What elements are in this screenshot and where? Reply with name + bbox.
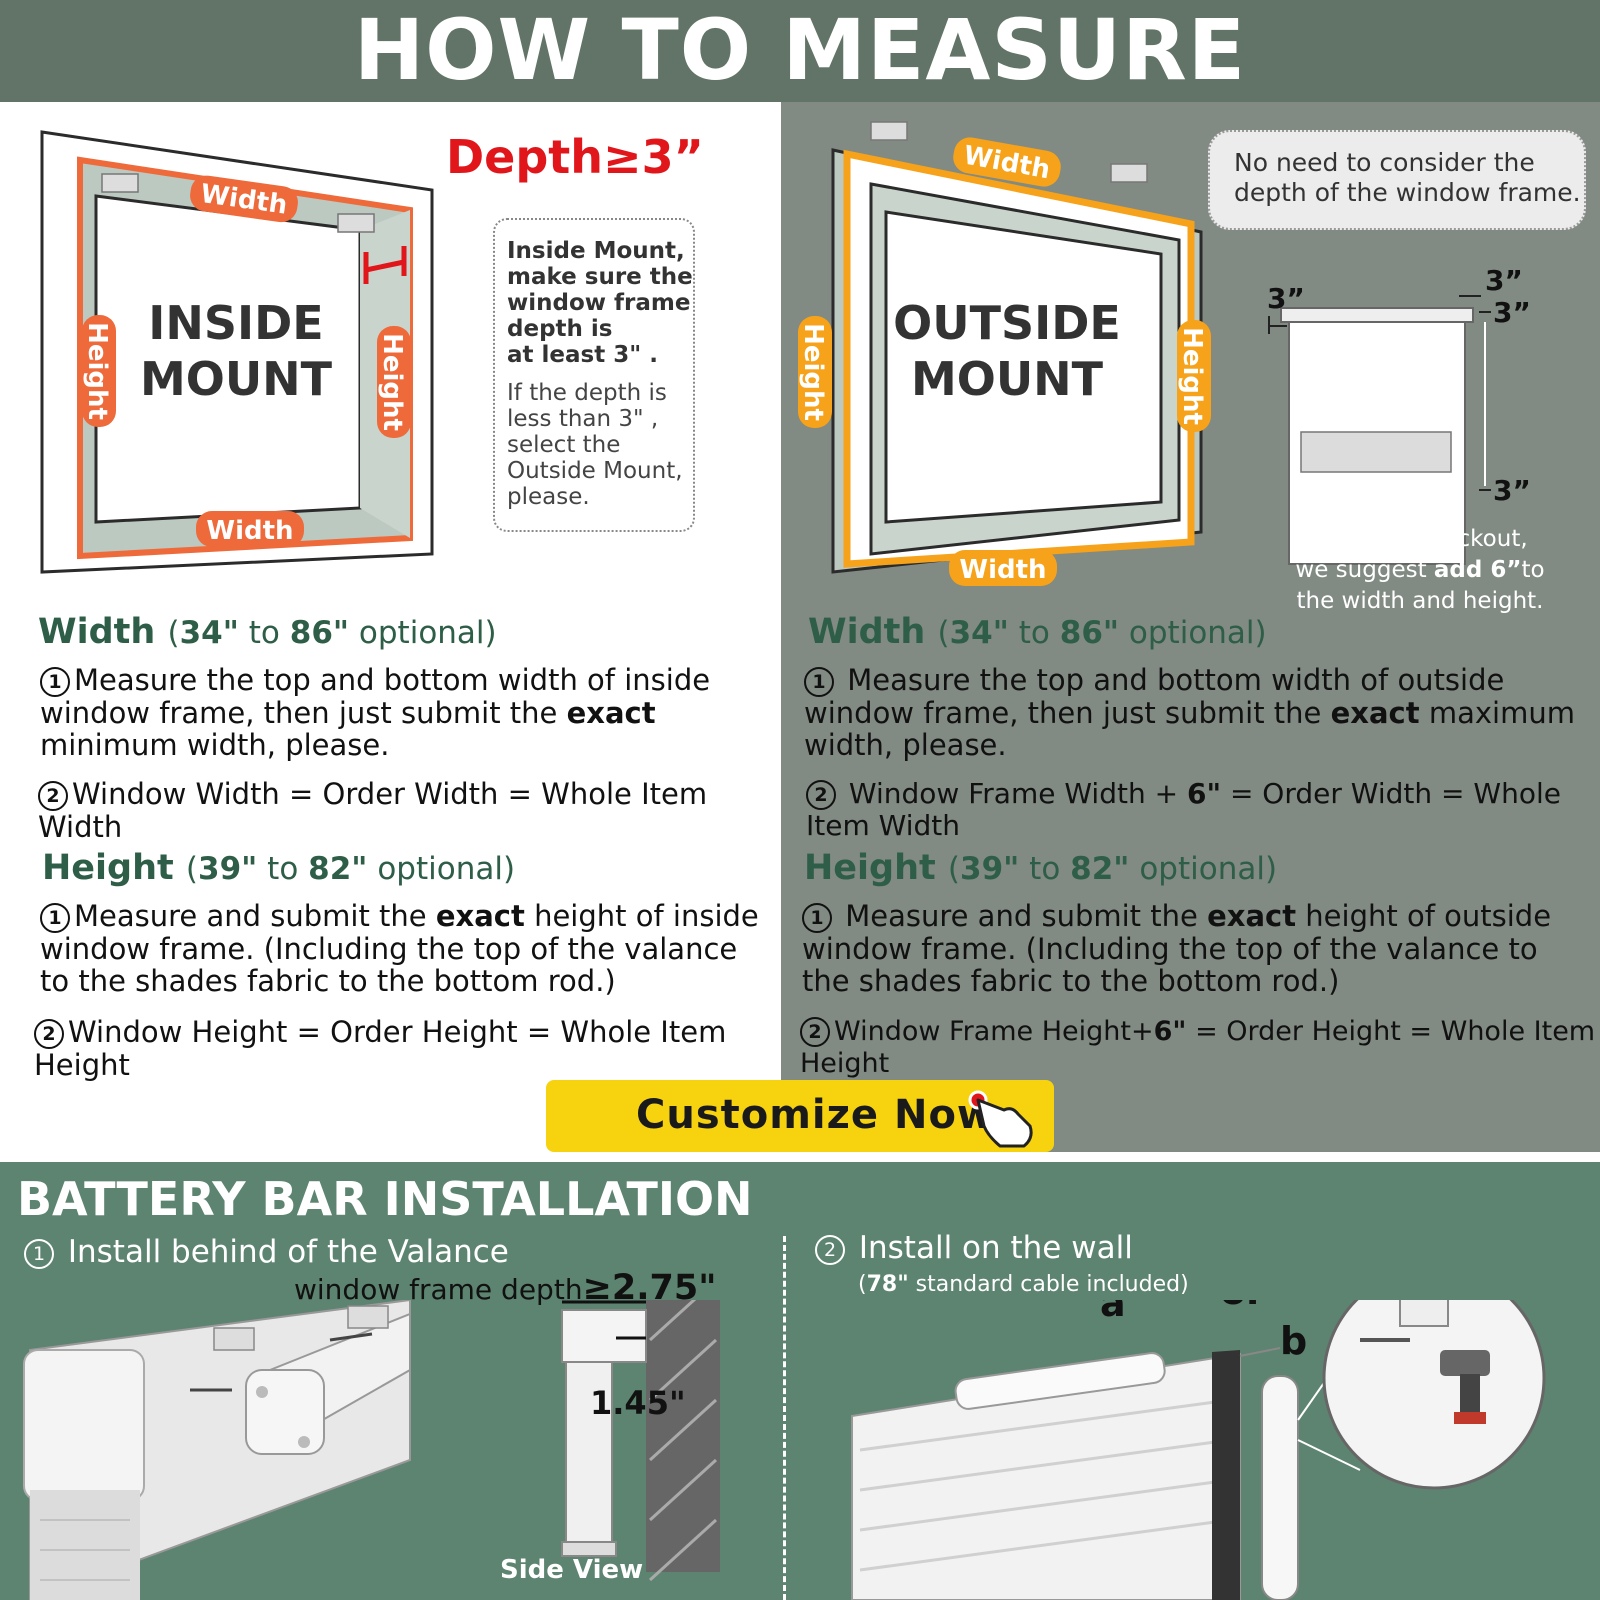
callout-line: please. (507, 484, 590, 510)
bracket-icon (101, 173, 139, 193)
callout-line: If the depth is (507, 380, 667, 406)
wall-install-illustration: a or b (851, 1300, 1546, 1600)
callout-bold-line: make sure the (507, 264, 693, 290)
label-a: a (1100, 1300, 1126, 1325)
outside-title-2: MOUNT (911, 352, 1104, 406)
inside-tag-width-bottom: Width (206, 516, 293, 546)
inside-mount-diagram: INSIDE MOUNT Width Width Height Height (40, 130, 434, 574)
outside-title-1: OUTSIDE (893, 296, 1121, 350)
blackout-note: For more blackout, we suggest add 6”to t… (1295, 526, 1545, 614)
page-title: HOW TO MEASURE (353, 1, 1247, 99)
section-divider (783, 1236, 786, 1600)
battery-step1: 1 Install behind of the Valance (24, 1234, 509, 1270)
screw-icon (329, 1332, 373, 1342)
callout-bold-line: window frame (507, 290, 691, 316)
hand-pointer-icon (968, 1090, 1033, 1148)
callout-line: less than 3" , (507, 406, 659, 432)
inside-title-2: MOUNT (140, 352, 333, 406)
customize-now-button[interactable]: Customize Now (546, 1080, 1054, 1152)
bracket-icon (347, 1305, 389, 1329)
header-bar: HOW TO MEASURE (0, 0, 1600, 102)
customize-now-label: Customize Now (636, 1092, 995, 1138)
callout-bold-line: Inside Mount, (507, 238, 685, 264)
battery-title: BATTERY BAR INSTALLATION (17, 1172, 753, 1226)
callout-line: Outside Mount, (507, 458, 683, 484)
inside-tag-height-left: Height (82, 322, 112, 420)
depth-label: Depth≥3” (446, 130, 704, 184)
dim-label-bottom: 3” (1493, 474, 1531, 507)
label-or: or (1220, 1300, 1265, 1313)
battery-valance-illustration: 1.45" Side View (23, 1300, 720, 1600)
dim-label-right: 3” (1493, 296, 1531, 329)
dim-label-left: 3” (1267, 282, 1305, 315)
outside-note-line: depth of the window frame. (1234, 178, 1581, 207)
outside-width-step2: 2 Window Frame Width + 6" = Order Width … (806, 777, 1561, 842)
bracket-icon (870, 121, 908, 141)
inside-width-heading: Width (34" to 86" optional) (38, 612, 497, 652)
drill-icon (1440, 1350, 1490, 1424)
battery-step2: 2 Install on the wall (815, 1230, 1133, 1266)
inside-callout: Inside Mount, make sure the window frame… (493, 218, 695, 532)
outside-tag-height-right: Height (1177, 327, 1207, 425)
bracket-icon (213, 1327, 255, 1351)
zoom-detail (1322, 1300, 1546, 1490)
outside-height-step1: 1 Measure and submit the exact height of… (802, 899, 1552, 998)
bracket-icon (1110, 163, 1148, 183)
side-view-label: Side View (500, 1555, 643, 1585)
callout-line: select the (507, 432, 621, 458)
label-b: b (1280, 1319, 1307, 1363)
depth-requirement: window frame depth≥2.75" (294, 1268, 717, 1308)
callout-bold-line: at least 3" . (507, 342, 658, 368)
bracket-icon (1399, 1300, 1449, 1327)
inner-dimension: 1.45" (590, 1384, 686, 1422)
bracket-icon (337, 213, 375, 233)
outside-note-line: No need to consider the (1234, 148, 1535, 177)
outside-mount-diagram: OUTSIDE MOUNT Width Width Height Height … (798, 121, 1531, 586)
outside-width-step1: 1 Measure the top and bottom width of ou… (804, 663, 1575, 762)
outside-tag-width-bottom: Width (959, 555, 1046, 585)
callout-bold-line: depth is (507, 316, 613, 342)
outside-tag-height-left: Height (798, 323, 828, 421)
dim-label-top: 3” (1485, 264, 1523, 297)
outside-width-heading: Width (34" to 86" optional) (808, 612, 1267, 652)
inside-tag-height-right: Height (377, 333, 407, 431)
outside-note: No need to consider the depth of the win… (1208, 130, 1586, 230)
inside-title-1: INSIDE (148, 296, 323, 350)
inside-height-heading: Height (39" to 82" optional) (42, 848, 516, 888)
cable-note: (78" standard cable included) (858, 1272, 1189, 1297)
outside-height-heading: Height (39" to 82" optional) (804, 848, 1278, 888)
